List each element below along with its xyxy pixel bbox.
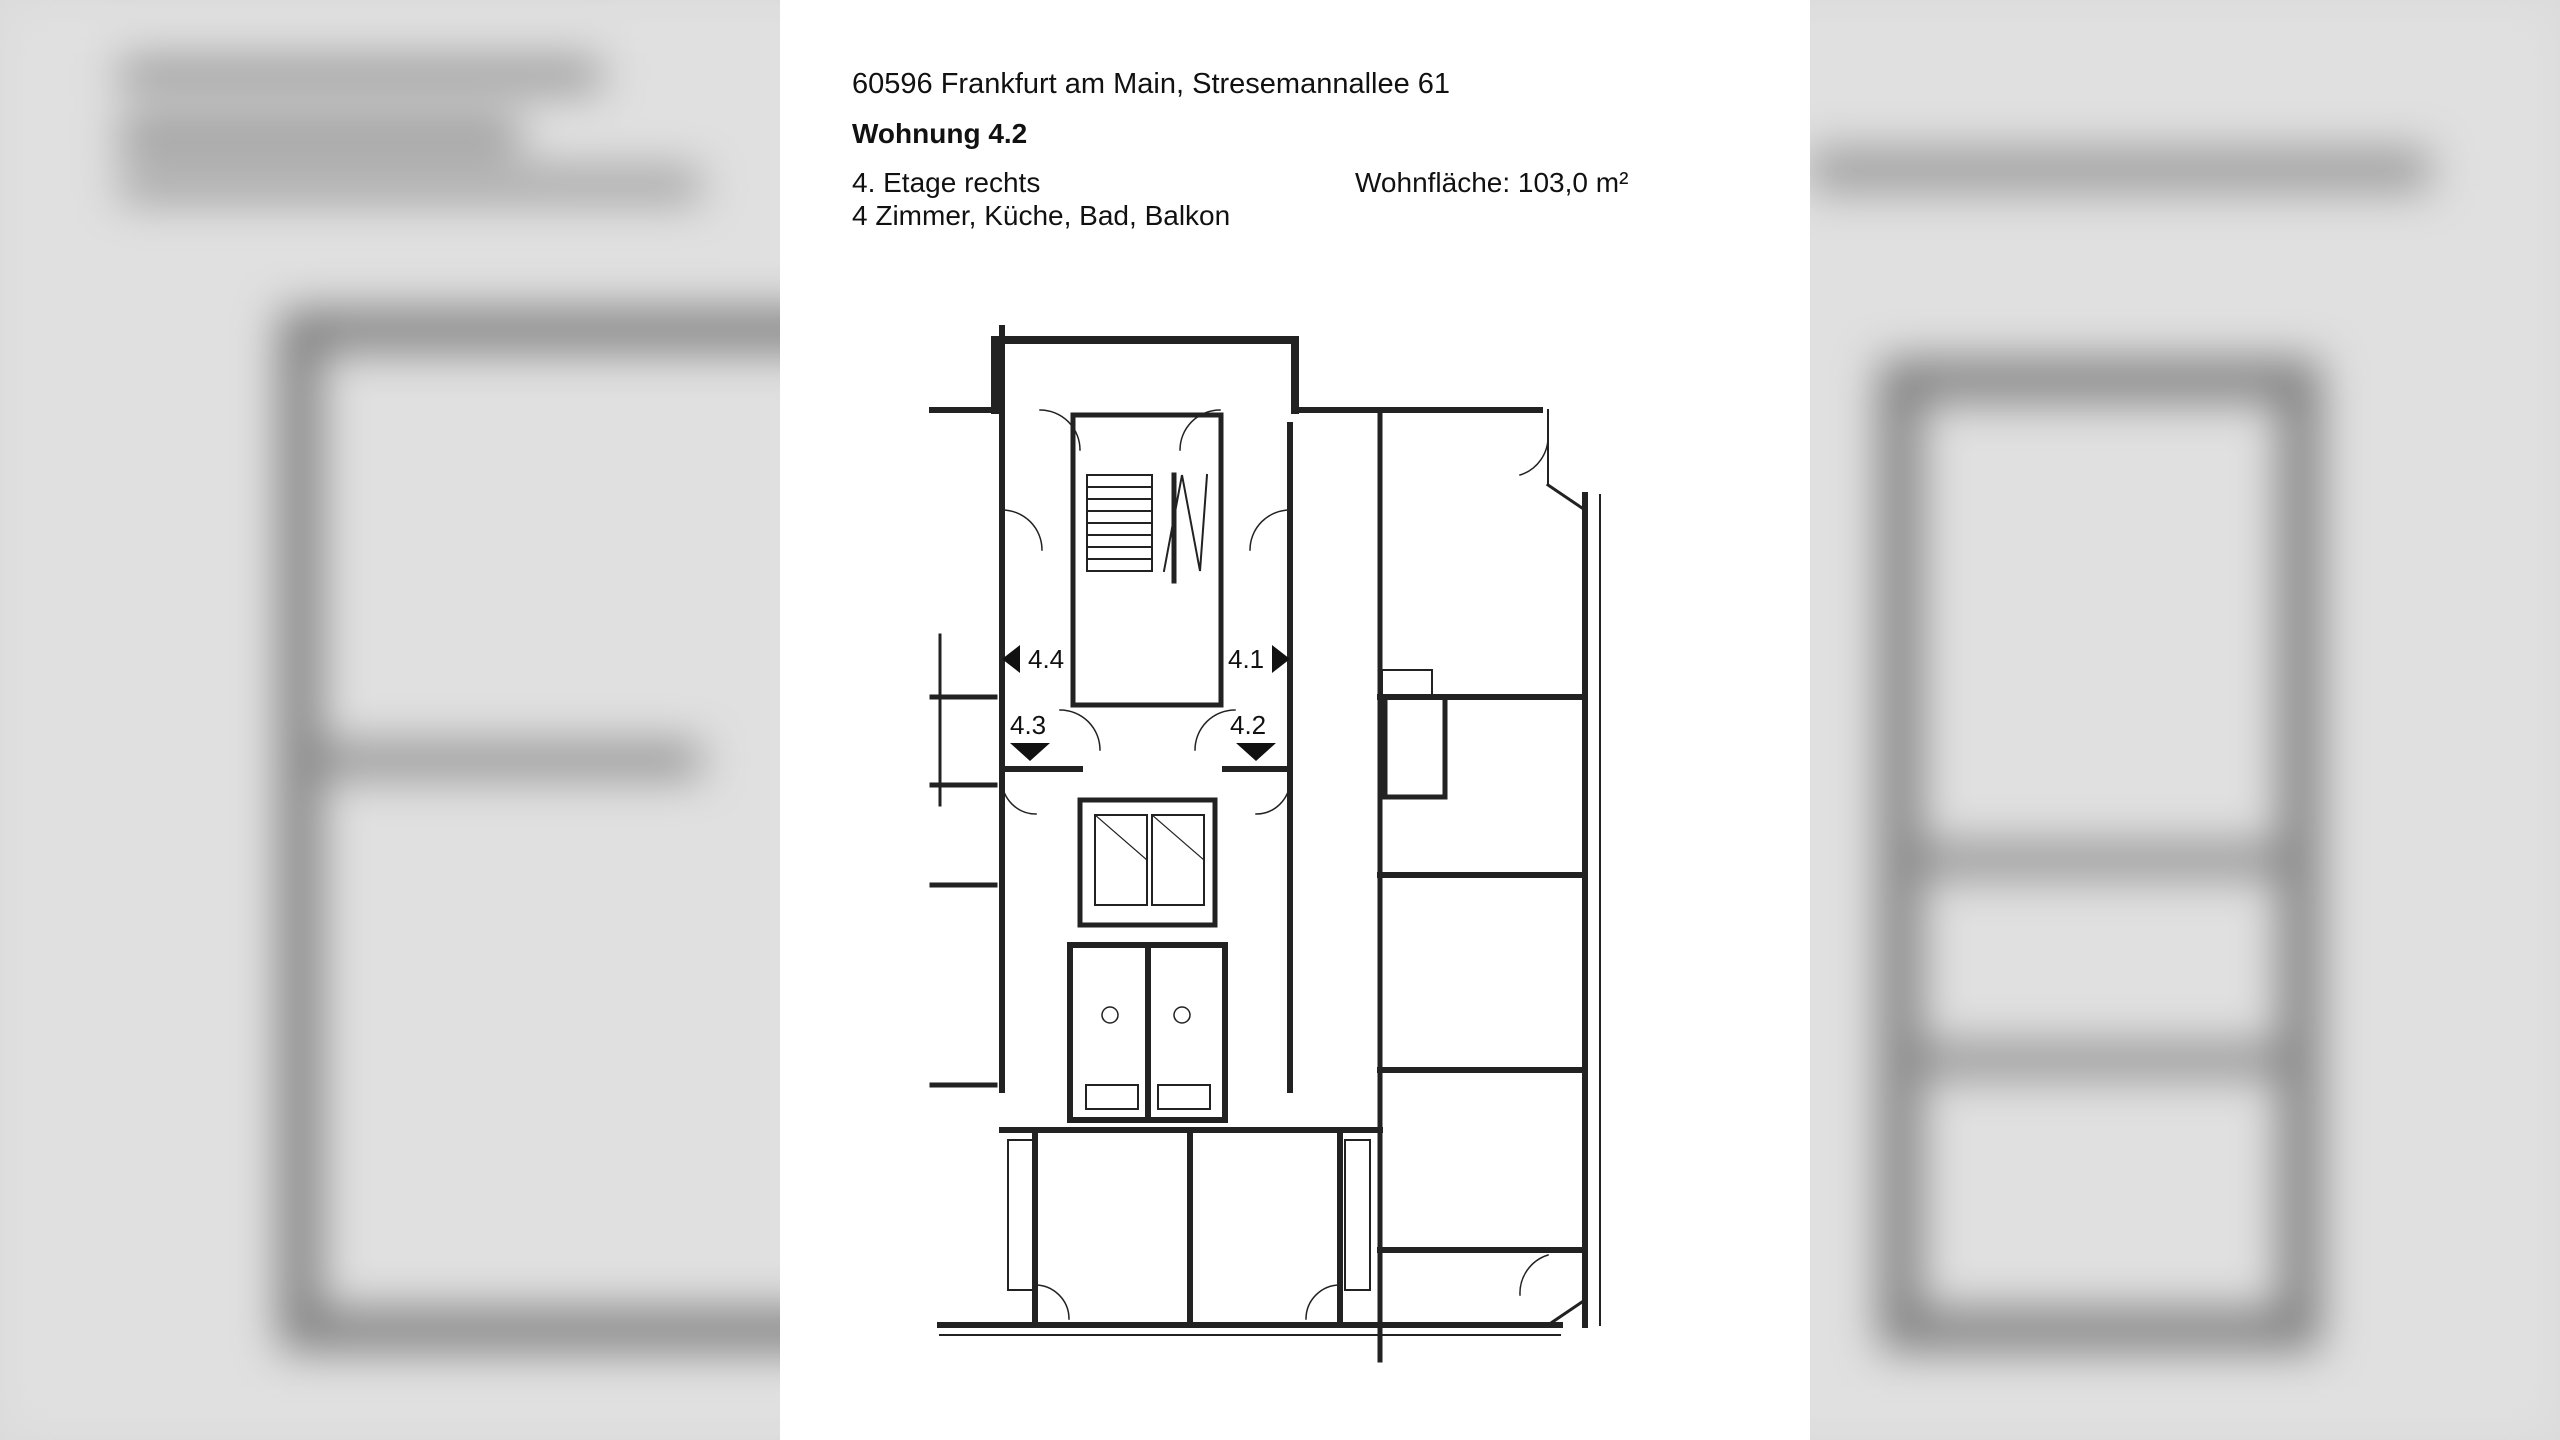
marker-4-3 xyxy=(1010,743,1050,761)
floor-info: 4. Etage rechts xyxy=(852,167,1041,198)
rooms-info: 4 Zimmer, Küche, Bad, Balkon xyxy=(852,200,1231,231)
document-sheet xyxy=(780,0,1810,1440)
marker-4-1 xyxy=(1272,645,1290,673)
unit-label-4-3: 4.3 xyxy=(1010,710,1046,740)
living-area: Wohnfläche: 103,0 m² xyxy=(1355,167,1629,198)
unit-title: Wohnung 4.2 xyxy=(852,118,1028,149)
unit-label-4-4: 4.4 xyxy=(1028,644,1064,674)
marker-4-4 xyxy=(1002,645,1020,673)
unit-label-4-1: 4.1 xyxy=(1228,644,1264,674)
unit-label-4-2: 4.2 xyxy=(1230,710,1266,740)
marker-4-2 xyxy=(1236,743,1276,761)
address: 60596 Frankfurt am Main, Stresemannallee… xyxy=(852,68,1451,100)
floor-plan: 4.4 4.1 4.3 4.2 xyxy=(920,325,1690,1380)
